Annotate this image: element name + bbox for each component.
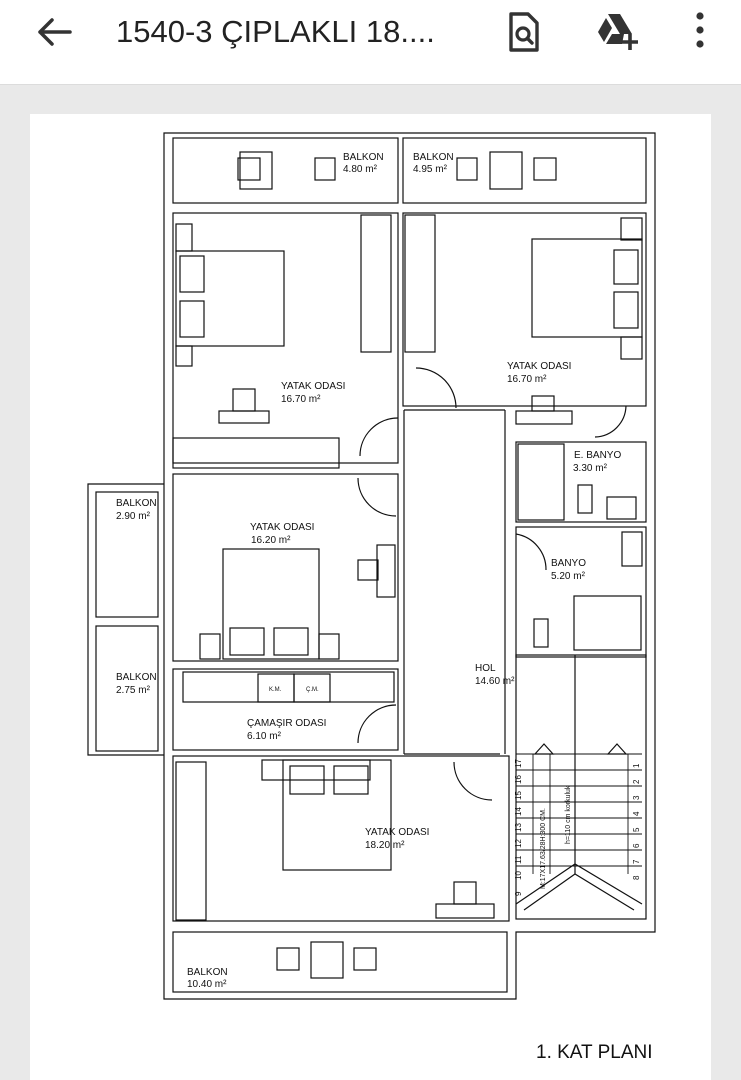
label-hol-area: 14.60 m² (475, 676, 515, 687)
stair-step-right-3: 3 (632, 795, 641, 800)
stair-step-left-10: 10 (514, 871, 523, 880)
label-yatak2-name: YATAK ODASI (507, 361, 571, 372)
label-yatak1-area: 16.70 m² (281, 394, 321, 405)
stair-step-right-2: 2 (632, 779, 641, 784)
label-ebanyo-area: 3.30 m² (573, 463, 608, 474)
label-camasir-name: ÇAMAŞIR ODASI (247, 718, 326, 729)
stair-step-left-13: 13 (514, 823, 523, 832)
stair-step-left-9: 9 (514, 891, 523, 896)
more-vertical-icon (696, 12, 704, 48)
label-yatak4-name: YATAK ODASI (365, 827, 429, 838)
plan-title: 1. KAT PLANI (536, 1042, 653, 1063)
add-to-drive-button[interactable] (594, 10, 638, 54)
label-camasir-area: 6.10 m² (247, 731, 282, 742)
stair-step-left-12: 12 (514, 839, 523, 848)
label-balkon-top-right-area: 4.95 m² (413, 164, 448, 175)
label-banyo-name: BANYO (551, 558, 586, 569)
stair-step-left-14: 14 (514, 807, 523, 816)
label-balkon-left2-area: 2.75 m² (116, 685, 151, 696)
label-balkon-left1-name: BALKON (116, 498, 157, 509)
label-cm: Ç.M. (306, 687, 319, 693)
label-balkon-top-left-name: BALKON (343, 152, 384, 163)
label-yatak3-name: YATAK ODASI (250, 522, 314, 533)
label-balkon-bottom-area: 10.40 m² (187, 979, 227, 990)
stair-step-left-17: 17 (514, 759, 523, 768)
add-to-drive-icon (598, 14, 638, 50)
label-banyo-area: 5.20 m² (551, 571, 586, 582)
label-yatak2-area: 16.70 m² (507, 374, 547, 385)
label-hol-name: HOL (475, 663, 496, 674)
label-yatak1-name: YATAK ODASI (281, 381, 345, 392)
label-balkon-bottom-name: BALKON (187, 967, 228, 978)
label-balkon-left2-name: BALKON (116, 672, 157, 683)
label-balkon-top-right-name: BALKON (413, 152, 454, 163)
stair-step-right-6: 6 (632, 843, 641, 848)
arrow-left-icon (38, 18, 72, 46)
stair-step-right-8: 8 (632, 875, 641, 880)
back-button[interactable] (34, 16, 74, 48)
label-balkon-top-left-area: 4.80 m² (343, 164, 378, 175)
document-page: BALKON 4.80 m² BALKON 4.95 m² YATAK ODAS… (30, 114, 711, 1080)
stair-step-left-11: 11 (514, 855, 523, 864)
label-km: K.M. (269, 687, 282, 693)
stair-step-right-5: 5 (632, 827, 641, 832)
more-options-button[interactable] (680, 10, 720, 54)
stair-step-right-4: 4 (632, 811, 641, 816)
stair-step-right-7: 7 (632, 859, 641, 864)
stair-step-right-1: 1 (632, 763, 641, 768)
document-title: 1540-3 ÇIPLAKLI 18.... (116, 14, 435, 49)
search-in-document-button[interactable] (502, 10, 546, 54)
label-railing: h=110 cm korkuluk (565, 785, 572, 844)
label-yatak3-area: 16.20 m² (251, 535, 291, 546)
label-stair-spec: M:17X17.63/28H:300 CM. (540, 808, 547, 889)
floor-plan: BALKON 4.80 m² BALKON 4.95 m² YATAK ODAS… (87, 132, 656, 1000)
label-ebanyo-name: E. BANYO (574, 450, 621, 461)
stair-step-left-16: 16 (514, 775, 523, 784)
label-balkon-left1-area: 2.90 m² (116, 511, 151, 522)
stair-step-left-15: 15 (514, 791, 523, 800)
label-yatak4-area: 18.20 m² (365, 840, 405, 851)
document-search-icon (509, 12, 539, 52)
app-bar: 1540-3 ÇIPLAKLI 18.... (0, 0, 741, 85)
